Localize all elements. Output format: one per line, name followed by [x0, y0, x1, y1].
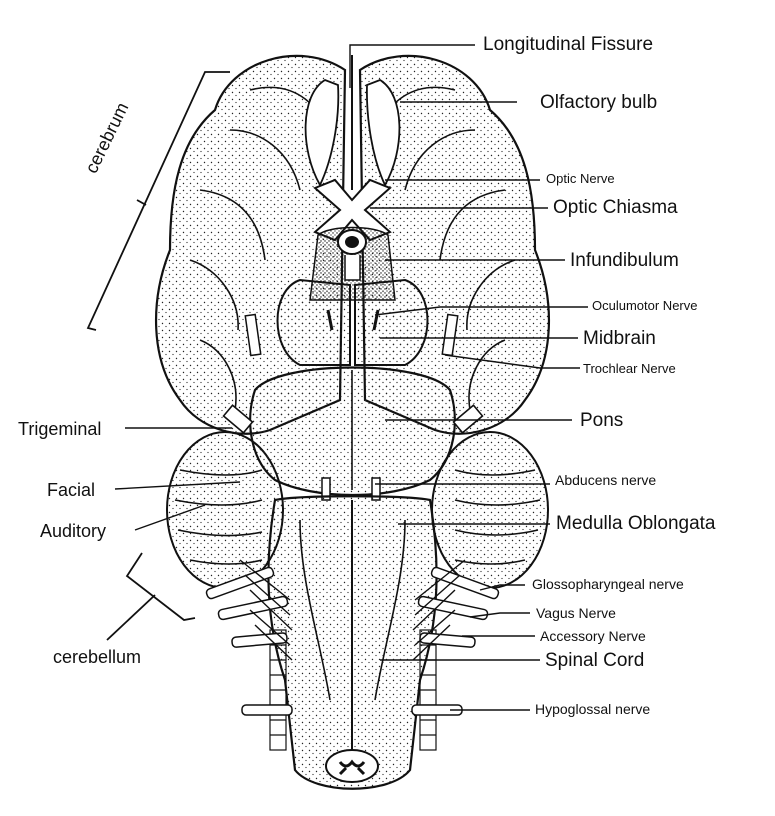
- label-olfactory-bulb: Olfactory bulb: [540, 92, 658, 113]
- label-trochlear-nerve: Trochlear Nerve: [583, 361, 676, 376]
- label-spinal-cord: Spinal Cord: [545, 650, 645, 671]
- label-infundibulum: Infundibulum: [570, 250, 679, 271]
- label-glossopharyngeal-nerve: Glossopharyngeal nerve: [532, 576, 684, 592]
- label-hypoglossal-nerve: Hypoglossal nerve: [535, 701, 651, 717]
- leader-lines: [114, 44, 588, 711]
- label-midbrain: Midbrain: [583, 328, 656, 349]
- label-optic-chiasma: Optic Chiasma: [553, 197, 678, 218]
- label-abducens-nerve: Abducens nerve: [555, 472, 657, 488]
- label-oculomotor-nerve: Oculumotor Nerve: [592, 298, 698, 313]
- label-longitudinal-fissure: Longitudinal Fissure: [483, 34, 654, 55]
- medulla-spinal-shape: [205, 495, 500, 790]
- midbrain-shape: [244, 278, 459, 366]
- cerebellum-shape: [166, 431, 549, 589]
- cerebellum-bracket: [106, 552, 196, 641]
- pons-shape: [222, 366, 484, 501]
- label-cerebellum: cerebellum: [53, 647, 142, 667]
- infundibulum-shape: [309, 226, 396, 301]
- label-accessory-nerve: Accessory Nerve: [540, 628, 646, 644]
- label-optic-nerve: Optic Nerve: [546, 171, 615, 186]
- optic-chiasma-shape: [313, 178, 392, 242]
- label-medulla-oblongata: Medulla Oblongata: [556, 513, 716, 534]
- label-vagus-nerve: Vagus Nerve: [536, 605, 616, 621]
- cerebrum-bracket: [86, 71, 230, 331]
- label-trigeminal: Trigeminal: [18, 419, 102, 439]
- label-pons: Pons: [580, 410, 624, 431]
- label-facial: Facial: [47, 480, 96, 500]
- label-auditory: Auditory: [40, 521, 107, 541]
